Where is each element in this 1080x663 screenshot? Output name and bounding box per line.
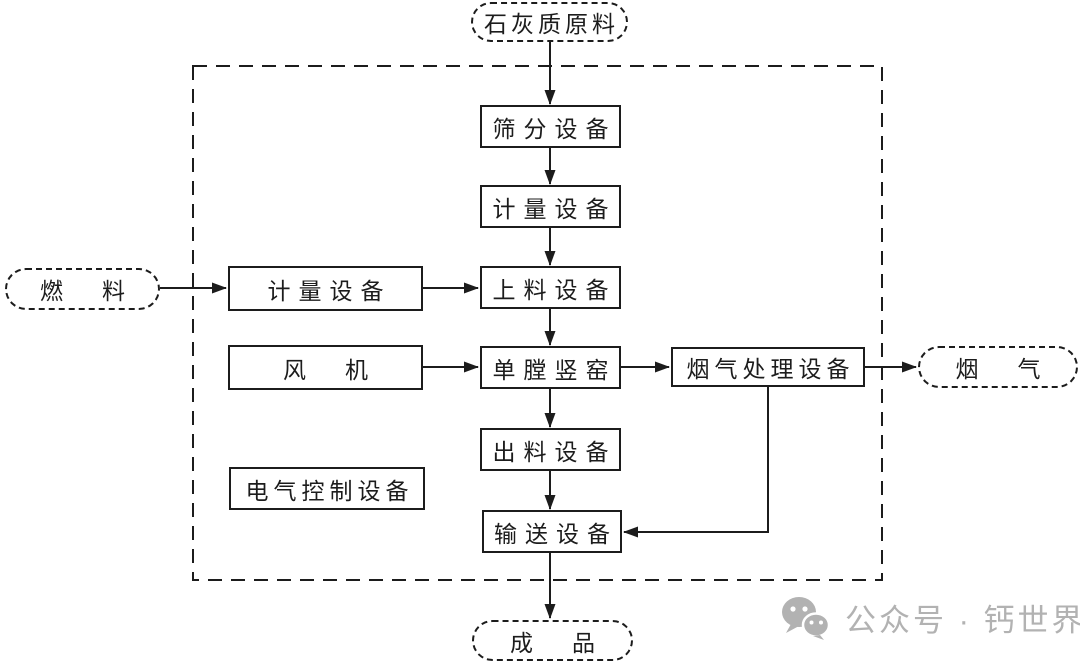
node-discharging-equipment: 出料设备 xyxy=(480,428,621,471)
system-boundary xyxy=(192,65,883,581)
node-label: 单膛竖窑 xyxy=(492,356,617,383)
node-label: 成 品 xyxy=(510,629,603,656)
node-fuel: 燃 料 xyxy=(5,268,160,310)
node-finished-product: 成 品 xyxy=(472,620,633,661)
node-label: 上料设备 xyxy=(492,276,617,303)
node-label: 计量设备 xyxy=(267,277,392,304)
node-label: 燃 料 xyxy=(40,278,133,304)
wechat-icon xyxy=(782,596,831,640)
node-label: 电气控制设备 xyxy=(245,477,414,504)
node-label: 风 机 xyxy=(283,356,376,383)
node-single-chamber-shaft-kiln: 单膛竖窑 xyxy=(480,346,621,389)
node-electric-control-equipment: 电气控制设备 xyxy=(229,467,425,510)
node-fan: 风 机 xyxy=(228,345,423,390)
node-label: 石灰质原料 xyxy=(484,11,619,37)
node-flue-gas: 烟 气 xyxy=(918,346,1078,388)
node-flue-gas-treatment-equipment: 烟气处理设备 xyxy=(671,347,865,387)
node-metering-equipment-center: 计量设备 xyxy=(480,185,621,228)
node-screening-equipment: 筛分设备 xyxy=(480,105,621,148)
node-label: 筛分设备 xyxy=(492,115,617,142)
node-label: 烟气处理设备 xyxy=(686,356,855,382)
watermark-text: 公众号 · 钙世界 xyxy=(845,603,1080,638)
watermark: 公众号 · 钙世界 xyxy=(781,595,1080,640)
node-metering-equipment-left: 计量设备 xyxy=(228,266,423,311)
node-label: 计量设备 xyxy=(492,195,617,222)
node-label: 输送设备 xyxy=(494,520,618,547)
node-feeding-equipment: 上料设备 xyxy=(480,266,621,309)
node-limestone-raw-material: 石灰质原料 xyxy=(471,2,628,42)
node-conveying-equipment: 输送设备 xyxy=(482,510,622,553)
arrow-fluegas-treatment-to-conveying xyxy=(623,387,769,538)
node-label: 出料设备 xyxy=(492,438,617,465)
node-label: 烟 气 xyxy=(955,356,1049,382)
